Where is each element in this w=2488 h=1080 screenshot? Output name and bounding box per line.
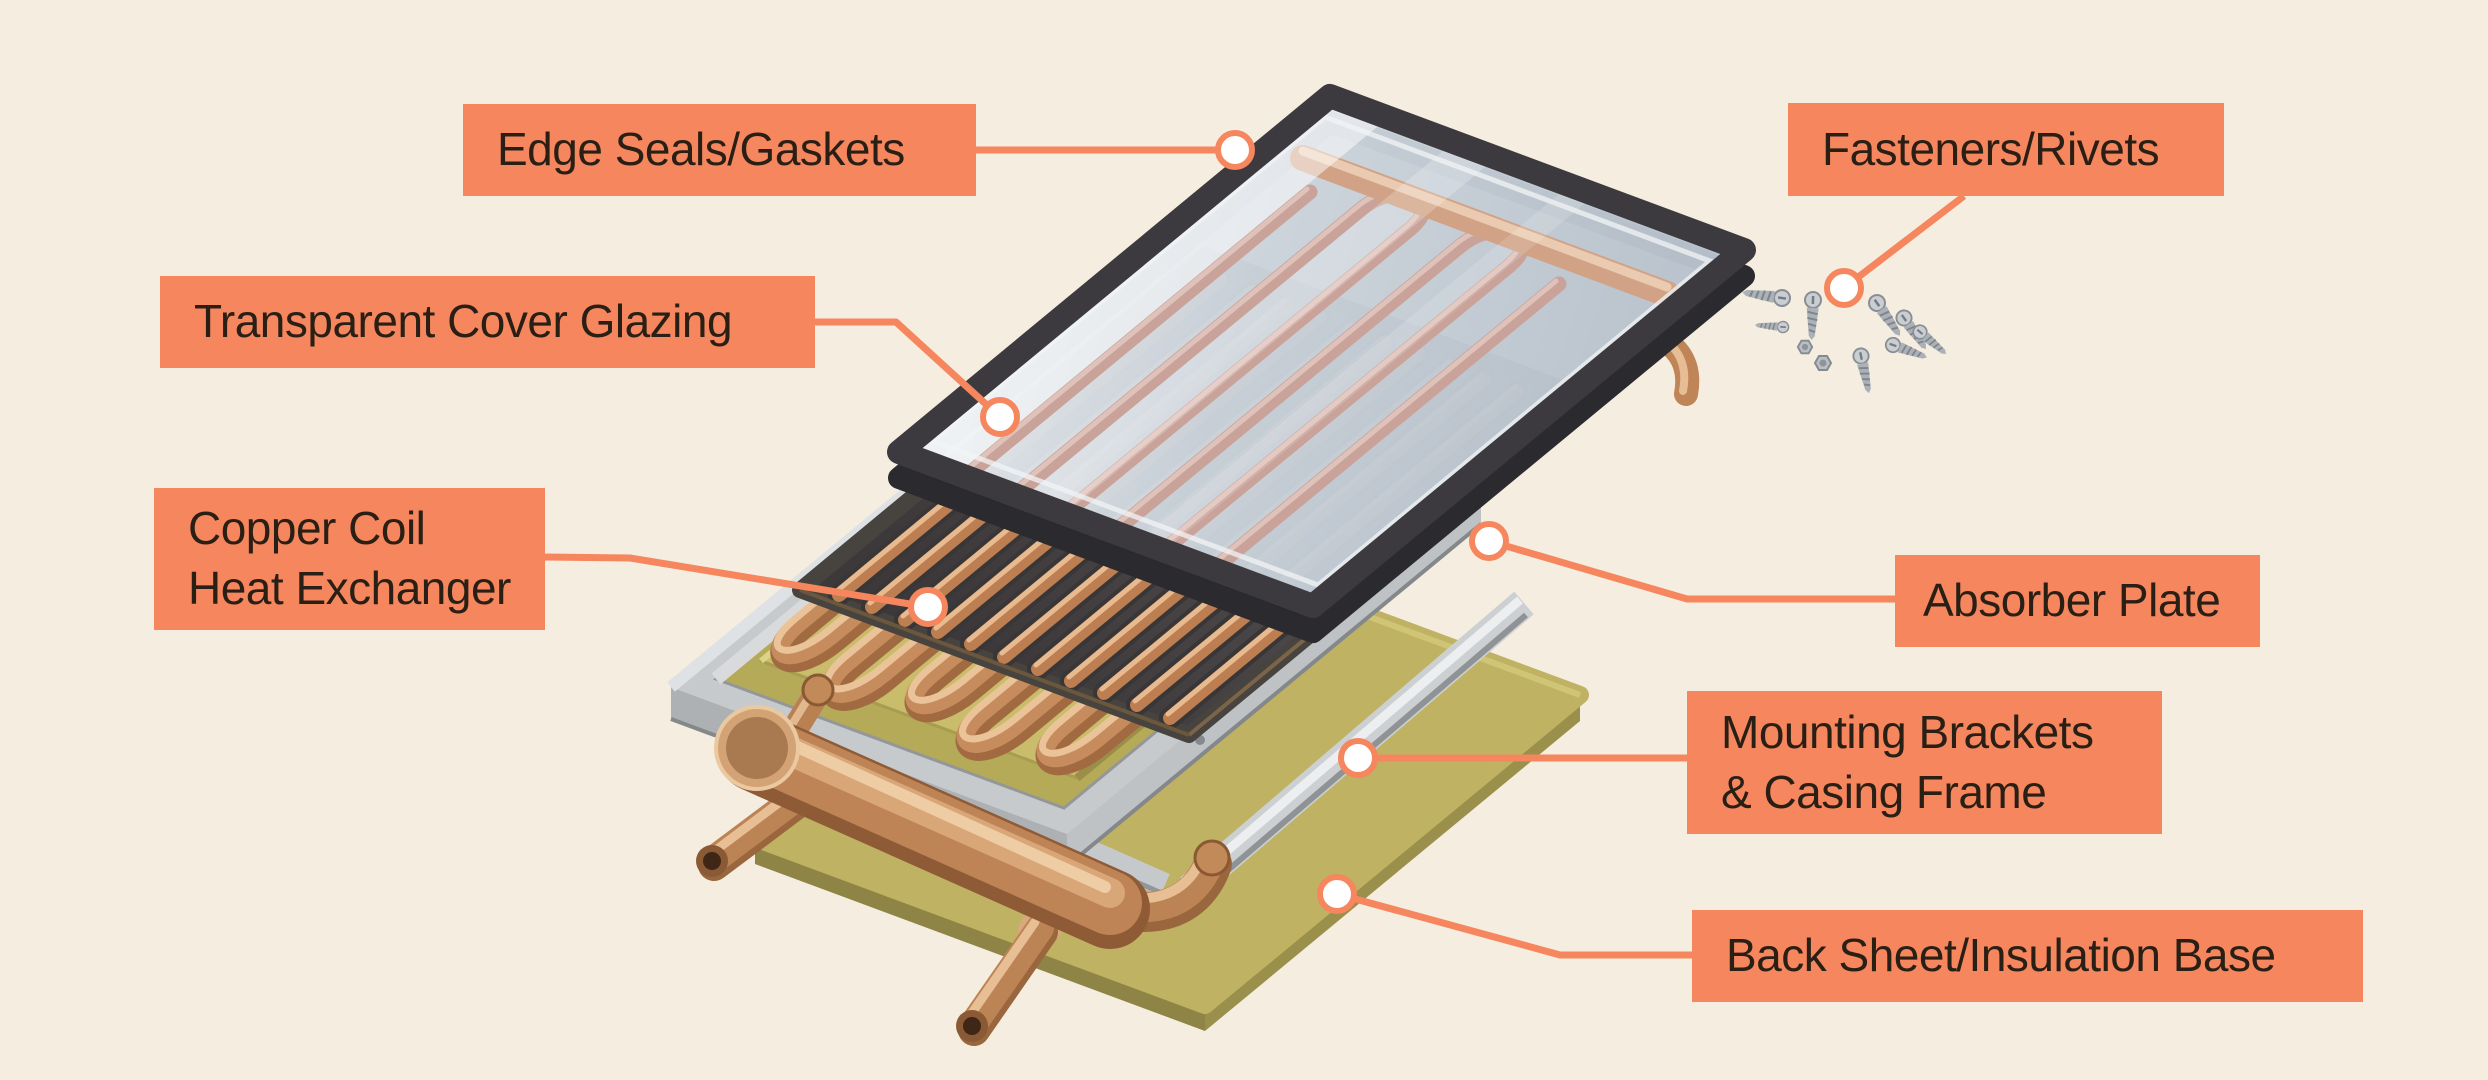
dot-edge-seals (1215, 130, 1255, 170)
dot-fasteners (1824, 268, 1864, 308)
label-edge-seals-text: Edge Seals/Gaskets (497, 123, 905, 176)
dot-copper-coil (908, 587, 948, 627)
leader-absorber-plate (1488, 537, 1895, 603)
edge-seal-gasket (887, 84, 1756, 618)
dot-mounting-brackets (1338, 738, 1378, 778)
transparent-cover-glazing (887, 84, 1756, 643)
label-edge-seals: Edge Seals/Gaskets (463, 104, 976, 196)
label-fasteners: Fasteners/Rivets (1788, 103, 2224, 196)
copper-manifold-pipes (696, 673, 1232, 1046)
label-cover-glazing-text: Transparent Cover Glazing (194, 295, 733, 348)
label-back-sheet: Back Sheet/Insulation Base (1692, 910, 2363, 1002)
label-mounting-brackets-text: Mounting Brackets & Casing Frame (1721, 705, 2094, 818)
label-copper-coil: Copper Coil Heat Exchanger (154, 488, 545, 630)
label-back-sheet-text: Back Sheet/Insulation Base (1726, 929, 2276, 982)
label-fasteners-text: Fasteners/Rivets (1822, 122, 2160, 175)
label-cover-glazing: Transparent Cover Glazing (160, 276, 815, 368)
leader-fasteners (1841, 193, 1967, 291)
dot-absorber-plate (1469, 521, 1509, 561)
label-absorber-plate-text: Absorber Plate (1923, 574, 2221, 627)
dot-back-sheet (1317, 874, 1357, 914)
label-copper-coil-text: Copper Coil Heat Exchanger (188, 502, 511, 614)
leader-copper-coil (544, 553, 929, 611)
leader-lines (544, 130, 1967, 959)
dot-cover-glazing (980, 397, 1020, 437)
leader-cover-glazing (815, 318, 1003, 420)
leader-back-sheet (1336, 890, 1692, 959)
label-mounting-brackets: Mounting Brackets & Casing Frame (1687, 691, 2162, 834)
label-absorber-plate: Absorber Plate (1895, 555, 2260, 647)
